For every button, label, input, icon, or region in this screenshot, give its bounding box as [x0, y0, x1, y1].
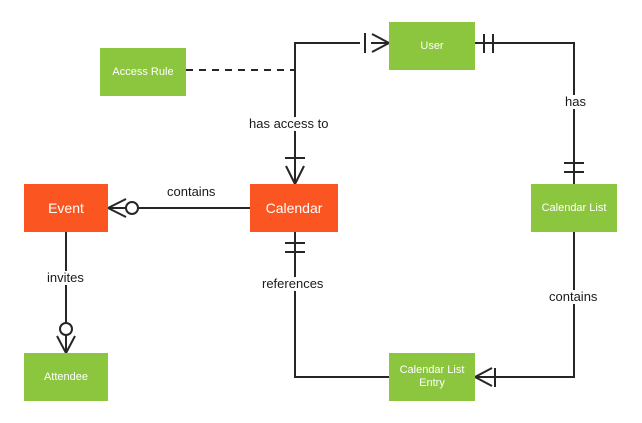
edge-calendar-list-contains-entry [475, 232, 575, 378]
edge-label-references: references [259, 276, 327, 292]
entity-event-label: Event [48, 199, 84, 216]
entity-calendar-list-entry-label: Calendar List Entry [399, 364, 465, 389]
edge-label-contains-event-calendar: contains [164, 184, 219, 200]
entity-access-rule-label: Access Rule [112, 65, 174, 78]
entity-attendee[interactable]: Attendee [24, 353, 108, 401]
entity-attendee-label: Attendee [43, 370, 89, 383]
cardinality-event-right-zero-or-many [107, 198, 139, 218]
entity-event[interactable]: Event [24, 184, 108, 232]
cardinality-entry-right-one-or-many [474, 367, 496, 387]
edge-calendar-references-entry [294, 232, 389, 378]
entity-user[interactable]: User [389, 22, 475, 70]
cardinality-calendar-list-top-exactly-one [564, 162, 584, 173]
entity-access-rule[interactable]: Access Rule [100, 48, 186, 96]
cardinality-calendar-bottom-exactly-one [285, 242, 305, 253]
entity-calendar[interactable]: Calendar [250, 184, 338, 232]
entity-calendar-label: Calendar [265, 199, 323, 216]
cardinality-user-left-one-or-many [364, 33, 390, 53]
entity-calendar-list-label: Calendar List [541, 201, 607, 214]
entity-calendar-list-entry[interactable]: Calendar List Entry [389, 353, 475, 401]
edge-label-has-access-to: has access to [246, 116, 332, 132]
edge-label-contains-list-entry: contains [546, 289, 601, 305]
edge-user-has-calendar-list [475, 42, 575, 184]
edge-user-to-calendar-trunk [294, 42, 360, 70]
entity-calendar-list[interactable]: Calendar List [531, 184, 617, 232]
cardinality-user-right-exactly-one [483, 34, 494, 53]
edge-label-invites: invites [44, 270, 87, 286]
cardinality-calendar-top-one-or-many [285, 157, 305, 185]
cardinality-attendee-top-zero-or-many [56, 322, 76, 354]
entity-user-label: User [420, 39, 444, 52]
edge-label-has: has [562, 94, 589, 110]
